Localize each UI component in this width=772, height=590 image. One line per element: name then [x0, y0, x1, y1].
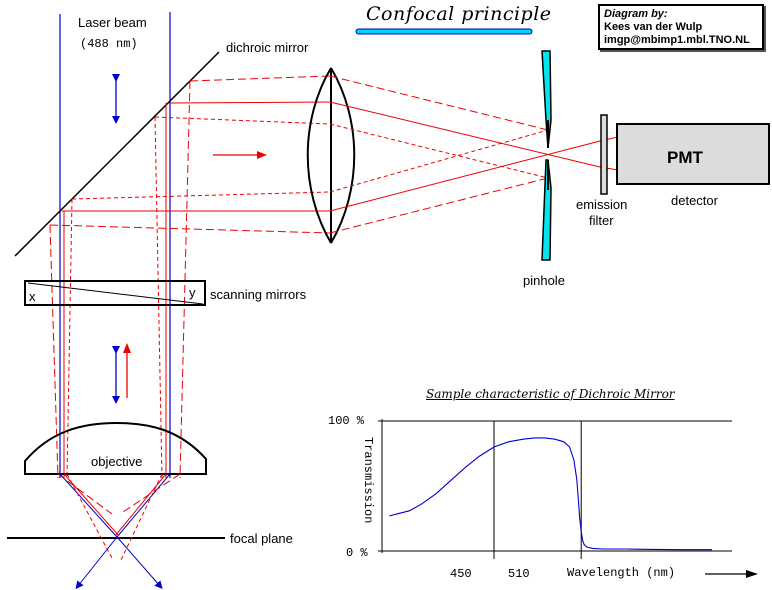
title-underline-bar [355, 28, 533, 35]
emission-paths-to-pinhole [329, 75, 619, 234]
scan-x-label: x [29, 289, 36, 304]
scan-y-label: y [189, 285, 196, 300]
emission-filter-label-line1: emission [576, 197, 628, 212]
credit-box: Diagram by: Kees van der Wulp imgp@mbimp… [598, 4, 764, 50]
xtick-label-450: 450 [450, 567, 472, 581]
laser-wavelength-label: (488 nm) [80, 37, 138, 51]
dichroic-mirror-label: dichroic mirror [226, 40, 309, 55]
laser-beam-lines [59, 12, 171, 478]
objective-lens [24, 421, 207, 475]
diagram-title: Confocal principle [366, 3, 552, 25]
credit-heading: Diagram by: [604, 8, 668, 20]
credit-author: Kees van der Wulp [604, 21, 703, 33]
pinhole-label: pinhole [523, 273, 565, 288]
pmt-detector [616, 123, 770, 185]
dichroic-mirror [14, 51, 220, 257]
y-axis-label: Transmission [361, 437, 375, 524]
collector-lens [306, 67, 356, 244]
emission-paths-to-lens [49, 75, 331, 479]
scanning-mirrors-label: scanning mirrors [210, 287, 307, 302]
x-axis-label: Wavelength (nm) [567, 566, 676, 580]
detector-label: detector [671, 193, 718, 208]
ytick-label-100: 100 % [328, 414, 365, 428]
focal-plane-label: focal plane [230, 531, 293, 546]
focused-beams [57, 473, 181, 590]
dichroic-transmission-chart [378, 419, 758, 578]
emission-filter [600, 114, 608, 195]
scanning-mirrors [24, 280, 206, 306]
pmt-label: PMT [667, 148, 703, 167]
pinhole [541, 50, 552, 261]
series-line-0 [389, 437, 712, 551]
ytick-label-0: 0 % [346, 546, 368, 560]
xtick-label-510: 510 [508, 567, 530, 581]
chart-title: Sample characteristic of Dichroic Mirror [426, 387, 675, 401]
credit-email: imgp@mbimp1.mbl.TNO.NL [604, 34, 750, 46]
laser-beam-label: Laser beam [78, 15, 147, 30]
emission-filter-label-line2: filter [589, 213, 614, 228]
objective-label: objective [91, 454, 143, 469]
